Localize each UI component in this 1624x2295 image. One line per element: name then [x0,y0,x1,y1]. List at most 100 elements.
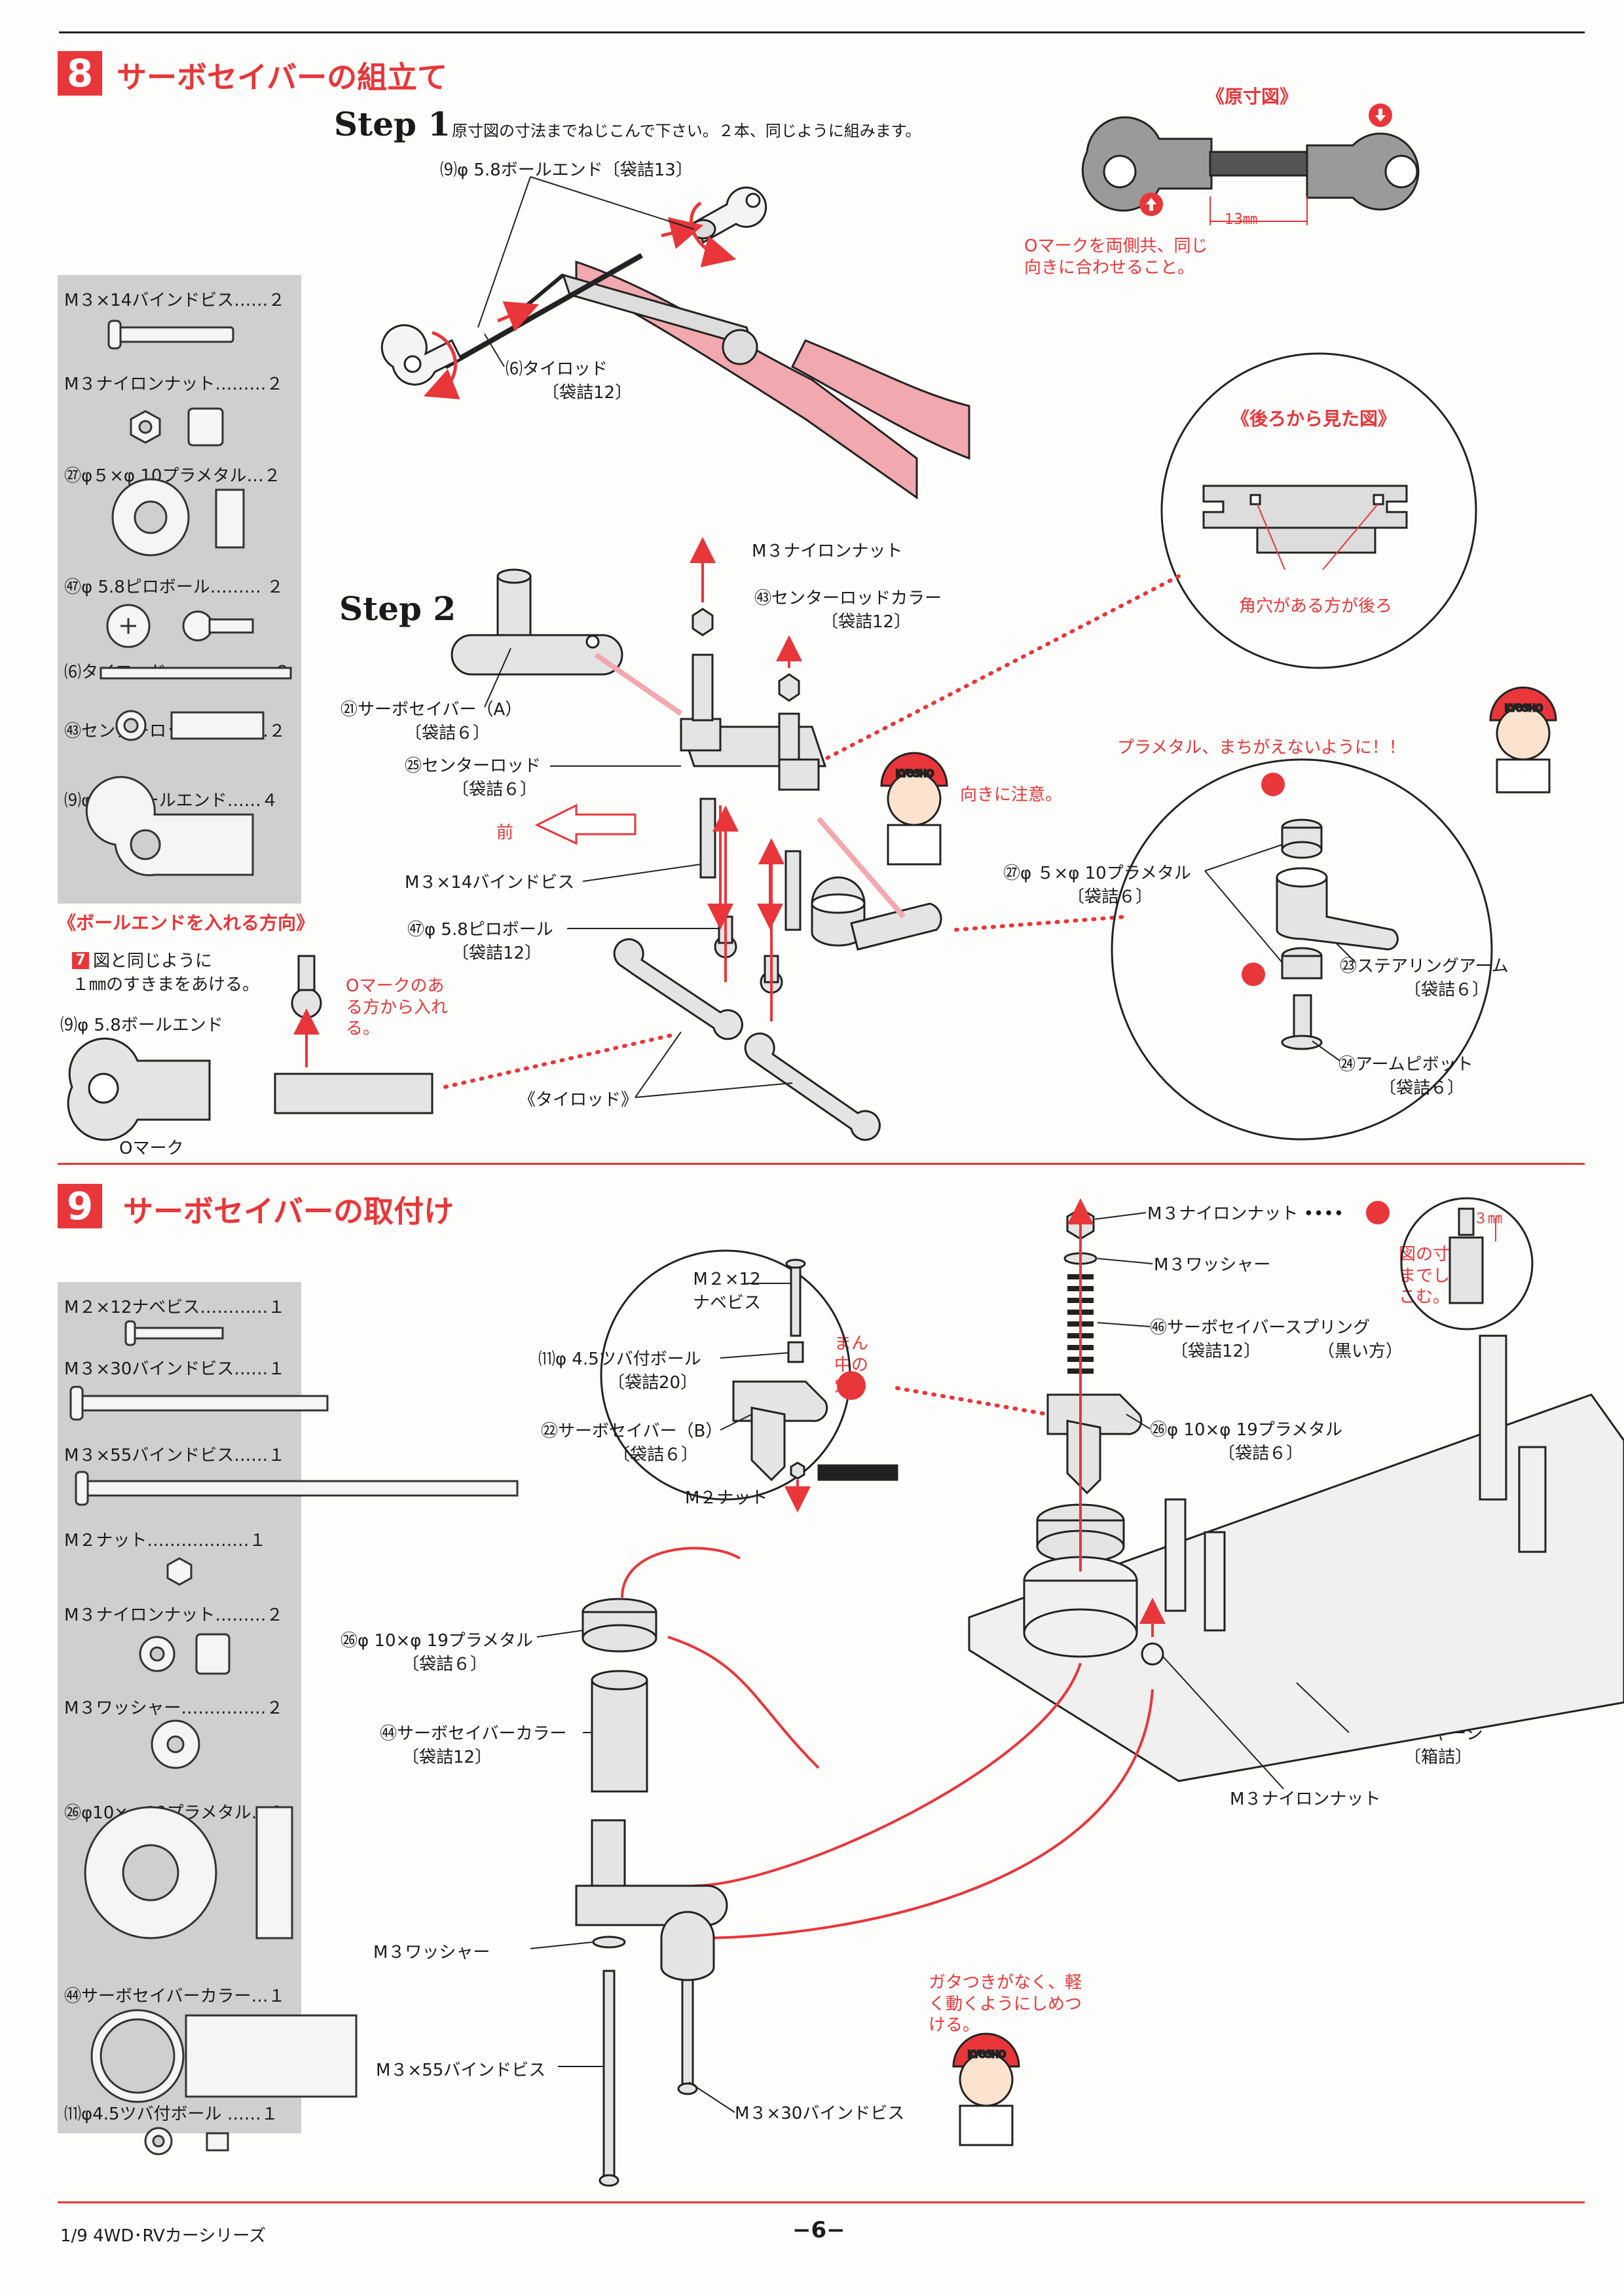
servo-saver-b-label: ㉒サーボセイバー（B） [541,1422,723,1441]
section9-red-arrows [621,1198,1166,1939]
center-rod-collar-bag: 〔袋詰12〕 [821,612,912,632]
dotted-link [443,1033,676,1089]
step1-leaders [477,176,695,367]
section-divider [58,1163,1585,1165]
ref-number-badge: 7 [72,952,89,969]
step2-tie-rods [613,938,881,1141]
plametal-warning: プラメタル、まちがえないように！！ [1117,738,1406,758]
part-label: M３×55バインドビス……１ [64,1446,286,1465]
top-rule [59,31,1585,33]
mascot-cap-text: KYOSHO [1505,703,1543,714]
section-9-title: サーボセイバーの取付け [123,1194,454,1229]
servo-saver-a-label: ㉑サーボセイバー（A） [341,700,523,720]
plametal-left-label: ㉖φ 10×φ 19プラメタル [341,1631,534,1651]
part-label: M２ナット………………１ [64,1531,267,1551]
front-arrow-icon [534,803,637,845]
step1-rotation-arrows [423,201,737,399]
part-label: ㊼φ 5.8ピロボール……… ２ [64,578,284,597]
part-label: M３×14バインドビス……２ [64,291,286,310]
mascot-cap-text: KYOSHO [896,769,934,779]
actual-size-drawing [1081,116,1420,212]
plametal-bag: 〔袋詰６〕 [1067,887,1153,907]
step2-center-rod [679,608,827,994]
washer-top-label: M３ワッシャー [1154,1255,1271,1275]
flanged-ball-label: ⑾φ 4.5ツバ付ボール [538,1349,701,1369]
footer-series: 1/9 4WD･RVカーシリーズ [60,2226,266,2246]
ball-end-label-2: ⑼φ 5.8ボールエンド [60,1016,223,1035]
parts-panel-9 [58,1282,301,2133]
collar-label: ㊹サーボセイバーカラー [380,1724,567,1744]
nylon-nut-top-label: M３ナイロンナット •••• [1147,1204,1344,1224]
center-rod-label: ㉕センターロッド [405,756,542,776]
mascot-icon: KYOSHO [880,752,948,866]
tighten-note: ガタつきがなく、軽く動くようにしめつける。 [929,1973,1082,2035]
servo-saver-b-bag: 〔袋詰６〕 [613,1445,699,1465]
screw30-label: M３×30バインドビス [735,2104,905,2123]
steering-detail-circle [1111,758,1493,1141]
plametal-left-bag: 〔袋詰６〕 [402,1655,488,1674]
steering-arm-bag: 〔袋詰６〕 [1404,980,1490,1000]
part-label: ⑾φ4.5ツバ付ボール ……１ [64,2104,278,2124]
actual-size-marks [1139,103,1392,225]
dotted-link [797,574,1181,775]
screw-label: M３×14バインドビス [405,873,575,892]
dimension-drawing [1449,1207,1496,1304]
part-label: M３ワッシャー……………２ [64,1698,284,1718]
main-chassis-drawing [968,1334,1624,1782]
servo-saver-a-bag: 〔袋詰６〕 [405,724,490,743]
plametal-top-label: ㉖φ 10×φ 19プラメタル [1150,1420,1343,1440]
center-rod-bag: 〔袋詰６〕 [452,780,538,799]
section-8-title: サーボセイバーの組立て [117,60,448,95]
collar-bag: 〔袋詰12〕 [402,1748,492,1767]
rear-view-title: 《後ろから見た図》 [1231,408,1397,430]
arm-pivot-bag: 〔袋詰６〕 [1379,1078,1465,1098]
rear-view-note: 角穴がある方が後ろ [1239,597,1393,616]
page-number: −6− [792,2217,845,2243]
sw-cement-label: SW CEMENT [822,1469,879,1480]
parts-icons-8 [85,320,292,877]
tie-rod-caption: 《タイロッド》 [519,1090,638,1110]
actual-size-dimension: 13㎜ [1225,211,1257,228]
inset-drawing: SW CEMENT [732,1258,898,1482]
rear-view-circle [1160,352,1477,669]
dimension-circle [1400,1197,1534,1331]
ball-end-note-2: １㎜のすきまをあける。 [72,975,260,995]
ball-end-note-1: 図と同じように [93,951,213,971]
inset-screw-label: M２×12 [693,1270,761,1289]
mascot-icon: KYOSHO [1489,686,1557,794]
direction-note: 向きに注意。 [960,785,1063,805]
mascot-icon: KYOSHO [952,2032,1020,2146]
ball-end-direction-title: 《ボールエンドを入れる方向》 [58,912,315,934]
steering-arm-label: ㉓ステアリングアーム [1340,957,1509,976]
center-rod-collar-label: ㊸センターロッドカラー [754,589,942,608]
actual-size-title: 《原寸図》 [1206,86,1299,107]
step2-servo-saver-a [451,568,623,676]
center-hole-arrow-icon [837,1371,866,1400]
dimension-arrow-icon [1366,1201,1390,1224]
dotted-link [895,1386,1050,1416]
step2-title: Step 2 [339,589,456,628]
pillow-ball-label: ㊼φ 5.8ピロボール [407,920,553,940]
inset-screw-label-2: ナベビス [692,1293,761,1313]
spring-color: （黒い方） [1318,1342,1403,1361]
left-stack-drawing [575,1598,728,2187]
pillow-ball-bag: 〔袋詰12〕 [452,944,542,963]
step2-leaders [484,648,793,1098]
part-label: ㊹サーボセイバーカラー…１ [64,1987,286,2006]
main-chassis-bag: 〔箱詰〕 [1404,1748,1473,1767]
section9-leaders [530,1212,1350,2113]
parts-icons-9 [69,1320,519,2156]
steering-detail-drawing [1276,818,1399,1050]
screw55-label: M３×55バインドビス [376,2061,546,2080]
o-mark-label: Oマーク [119,1139,184,1158]
spring-bag: 〔袋詰12〕 [1171,1342,1261,1361]
arm-pivot-label: ㉔アームピボット [1338,1055,1473,1074]
insert-note: Oマークのある方から入れる。 [346,976,449,1038]
part-label: M３ナイロンナット………２ [64,1606,284,1625]
step2-red-arrows [594,537,906,1021]
ball-end-label: ⑼φ 5.8ボールエンド〔袋詰13〕 [440,160,693,180]
nylon-nut-label: M３ナイロンナット [752,542,903,561]
step1-text: 原寸図の寸法までねじこんで下さい。２本、同じように組みます。 [452,122,921,140]
front-label: 前 [496,823,514,843]
tie-rod-bag: 〔袋詰12〕 [542,383,633,403]
